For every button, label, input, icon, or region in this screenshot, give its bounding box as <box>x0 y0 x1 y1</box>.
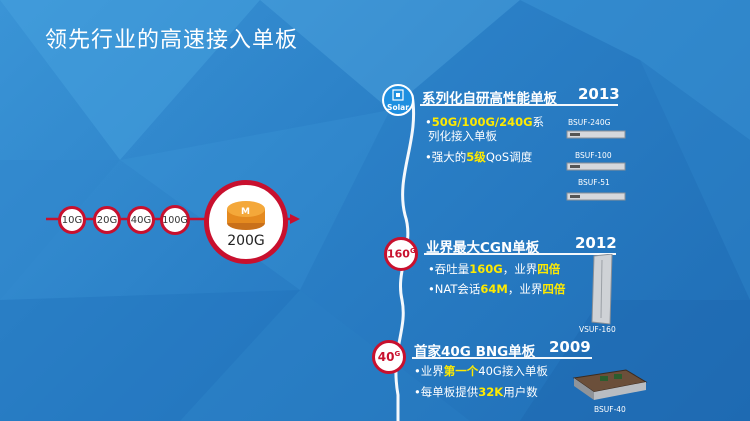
bullet-2012-2: •NAT会话64M，业界四倍 <box>428 282 565 296</box>
svg-text:M: M <box>241 207 250 217</box>
solar-badge: Solar <box>382 84 414 116</box>
speed-node-label: 100G <box>162 214 188 226</box>
bullet-2013-2: •强大的5级QoS调度 <box>425 150 532 164</box>
board-image <box>591 254 613 325</box>
speed-node-100g: 100G <box>160 205 190 235</box>
bullet-highlight: 50G/100G/240G <box>431 115 533 129</box>
product-label-bsuf-40: BSUF-40 <box>594 405 626 414</box>
bullet-2013-1: •50G/100G/240G系 <box>425 115 544 129</box>
milestone-year-2013: 2013 <box>578 85 620 103</box>
bullet-highlight: 160G <box>469 262 503 276</box>
bullet-text: 40G接入单板 <box>478 364 548 378</box>
speed-node-10g: 10G <box>58 206 86 234</box>
router-icon: M <box>227 201 265 230</box>
badge-value: 160G <box>387 247 416 261</box>
slide-title: 领先行业的高速接入单板 <box>45 28 299 53</box>
bullet-highlight: 第一个 <box>443 364 479 378</box>
speed-node-label: 40G <box>130 214 152 226</box>
milestone-title-2013: 系列化自研高性能单板 <box>422 91 557 107</box>
chip-icon <box>392 89 404 101</box>
board-image <box>566 192 626 201</box>
speed-node-40g: 40G <box>127 206 155 234</box>
solar-badge-label: Solar <box>387 103 409 112</box>
badge-40g: 40G <box>372 340 406 374</box>
bullet-highlight: 5级 <box>466 150 486 164</box>
bullet-text: •NAT会话 <box>428 282 481 296</box>
product-label-bsuf-100: BSUF-100 <box>575 151 612 160</box>
bullet-text: QoS调度 <box>485 150 533 164</box>
badge-value: 40G <box>375 350 403 364</box>
speed-node-label: 10G <box>61 214 83 226</box>
badge-unit: G <box>394 350 401 358</box>
product-label-vsuf-160: VSUF-160 <box>579 325 616 334</box>
board-image <box>566 130 626 139</box>
bullet-text: • <box>425 115 432 129</box>
bullet-text: 系 <box>532 115 545 129</box>
bullet-2009-1: •业界第一个40G接入单板 <box>414 364 548 378</box>
bullet-text: •每单板提供 <box>414 385 479 399</box>
speed-node-20g: 20G <box>93 206 121 234</box>
bullet-text: 用户数 <box>503 385 538 399</box>
milestone-title-2009: 首家40G BNG单板 <box>414 344 536 360</box>
hub-label: 200G <box>227 233 265 249</box>
milestone-underline <box>420 104 618 106</box>
bullet-2009-2: •每单板提供32K用户数 <box>414 385 538 399</box>
bullet-2012-1: •吞吐量160G，业界四倍 <box>428 262 560 276</box>
product-label-bsuf-51: BSUF-51 <box>578 178 610 187</box>
board-image <box>566 162 626 171</box>
milestone-underline <box>424 253 616 255</box>
bullet-text: •吞吐量 <box>428 262 470 276</box>
bullet-text: ，业界 <box>507 282 543 296</box>
bullet-highlight: 四倍 <box>537 262 561 276</box>
milestone-title-2012: 业界最大CGN单板 <box>426 240 540 256</box>
bullet-highlight: 四倍 <box>542 282 566 296</box>
milestone-year-2009: 2009 <box>549 338 591 356</box>
bullet-2013-1-line2: 列化接入单板 <box>428 129 497 143</box>
badge-unit: G <box>409 247 416 255</box>
milestone-year-2012: 2012 <box>575 234 617 252</box>
bullet-text: ，业界 <box>502 262 538 276</box>
speed-node-label: 20G <box>96 214 118 226</box>
milestone-underline <box>412 357 592 359</box>
badge-number: 160 <box>387 247 410 261</box>
product-label-bsuf-240g: BSUF-240G <box>568 118 611 127</box>
bullet-highlight: 64M <box>480 282 508 296</box>
board-image <box>572 369 648 400</box>
bullet-text: •强大的 <box>425 150 467 164</box>
bullet-highlight: 32K <box>478 385 504 399</box>
bullet-text: •业界 <box>414 364 444 378</box>
badge-160g: 160G <box>384 237 418 271</box>
badge-number: 40 <box>377 350 395 364</box>
hub-200g: M 200G <box>204 180 288 264</box>
